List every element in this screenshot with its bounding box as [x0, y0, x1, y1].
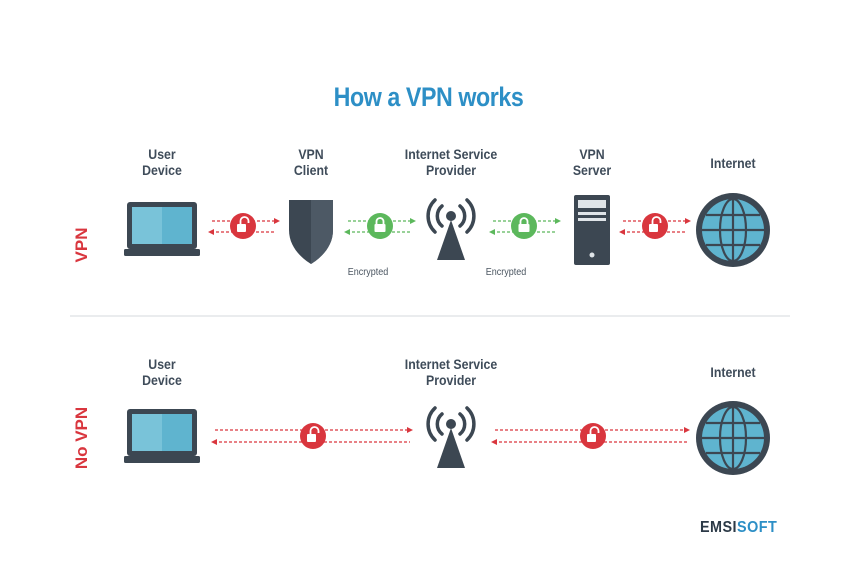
label-isp: Internet Service Provider: [404, 356, 498, 388]
antenna-tower-icon: [426, 406, 476, 470]
vpn-row: [124, 191, 772, 269]
unlocked-padlock-icon: [641, 212, 669, 240]
server-icon: [574, 195, 610, 265]
shield-icon: [289, 200, 333, 264]
locked-padlock-icon: [366, 212, 394, 240]
globe-icon: [694, 191, 772, 269]
brand-logo: EMSISOFT: [700, 519, 777, 537]
label-vpn-server: VPN Server: [572, 146, 612, 178]
laptop-icon: [124, 409, 200, 463]
page-title: How a VPN works: [333, 82, 524, 112]
row-label-novpn: No VPN: [72, 406, 91, 470]
label-user-device: User Device: [142, 356, 182, 388]
label-encrypted: Encrypted: [485, 267, 527, 278]
unlocked-padlock-icon: [579, 422, 607, 450]
unlocked-padlock-icon: [299, 422, 327, 450]
label-encrypted: Encrypted: [347, 267, 389, 278]
label-internet: Internet: [710, 155, 756, 171]
globe-icon: [694, 399, 772, 477]
antenna-tower-icon: [426, 198, 476, 262]
unlocked-padlock-icon: [229, 212, 257, 240]
novpn-row: [124, 399, 772, 477]
brand-part-2: SOFT: [737, 519, 778, 536]
brand-part-1: EMSI: [700, 519, 738, 536]
label-vpn-client: VPN Client: [293, 146, 329, 178]
laptop-icon: [124, 202, 200, 256]
label-user-device: User Device: [142, 146, 182, 178]
row-label-vpn: VPN: [72, 227, 91, 263]
label-isp: Internet Service Provider: [404, 146, 498, 178]
locked-padlock-icon: [510, 212, 538, 240]
label-internet: Internet: [710, 364, 756, 380]
